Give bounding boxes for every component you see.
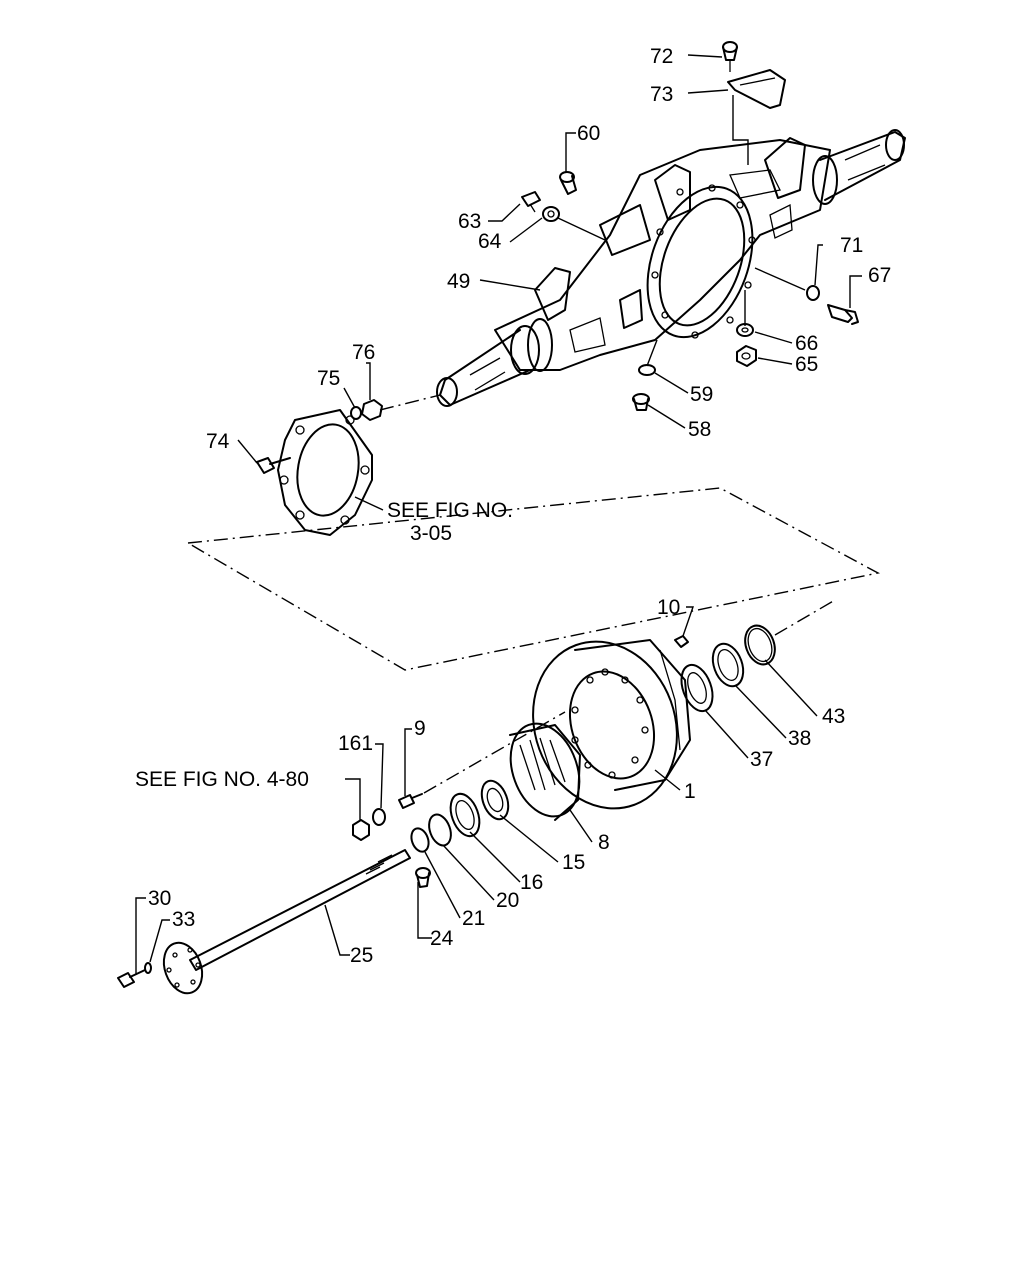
label-20: 20	[496, 889, 519, 912]
part-21-washer	[410, 827, 430, 853]
part-75-washer	[350, 406, 362, 420]
part-33-washer	[144, 962, 152, 974]
label-1: 1	[684, 780, 696, 803]
part-43-ring	[744, 624, 776, 666]
part-1-drum	[532, 639, 691, 810]
part-38-race	[711, 642, 745, 688]
part-73-cap	[727, 69, 786, 109]
part-24-screw	[415, 867, 431, 888]
label-59: 59	[690, 383, 713, 406]
part-8-hub	[509, 722, 581, 821]
label-30: 30	[148, 887, 171, 910]
part-65-nut	[736, 345, 757, 367]
label-8: 8	[598, 831, 610, 854]
label-49: 49	[447, 270, 470, 293]
part-20-nut	[428, 813, 452, 847]
part-63-plug	[521, 191, 541, 213]
part-labels: 72 73 60 63 64 49 71 67 66 65 59 58 76 7…	[135, 45, 891, 967]
see-fig-3-05-line1: SEE FIG NO.	[387, 499, 513, 522]
label-76: 76	[352, 341, 375, 364]
label-10: 10	[657, 596, 680, 619]
label-161: 161	[338, 732, 373, 755]
part-67-bolt	[827, 304, 859, 325]
part-74-bolt	[256, 457, 291, 474]
label-64: 64	[478, 230, 502, 253]
label-16: 16	[520, 871, 543, 894]
label-60: 60	[577, 122, 600, 145]
part-71-washer	[806, 285, 820, 301]
part-64-washer	[542, 206, 560, 222]
connection-outline	[185, 487, 881, 671]
label-15: 15	[562, 851, 585, 874]
leader-lines	[135, 54, 862, 975]
label-24: 24	[430, 927, 454, 950]
part-30-bolt	[117, 969, 146, 988]
see-fig-4-80: SEE FIG NO. 4-80	[135, 768, 309, 791]
label-21: 21	[462, 907, 485, 930]
label-25: 25	[350, 944, 373, 967]
part-4-80-nut	[352, 819, 370, 841]
part-15-bearing	[480, 779, 510, 821]
label-58: 58	[688, 418, 711, 441]
label-71: 71	[840, 234, 863, 257]
part-16-race	[449, 792, 481, 838]
see-fig-3-05-line2: 3-05	[410, 522, 452, 545]
label-67: 67	[868, 264, 891, 287]
label-74: 74	[206, 430, 230, 453]
label-72: 72	[650, 45, 673, 68]
part-72-bolt	[722, 41, 738, 72]
label-37: 37	[750, 748, 773, 771]
label-38: 38	[788, 727, 811, 750]
label-73: 73	[650, 83, 673, 106]
part-25-axle-shaft	[162, 849, 411, 995]
part-59-washer	[638, 364, 656, 376]
label-33: 33	[172, 908, 195, 931]
part-76-nut	[361, 399, 383, 421]
part-37-bearing	[680, 663, 714, 713]
label-9: 9	[414, 717, 426, 740]
label-65: 65	[795, 353, 818, 376]
part-10-fitting	[674, 635, 689, 648]
label-66: 66	[795, 332, 818, 355]
part-60-breather	[559, 171, 577, 195]
label-63: 63	[458, 210, 481, 233]
label-75: 75	[317, 367, 340, 390]
brake-flange	[277, 409, 373, 536]
part-58-plug	[632, 393, 650, 411]
label-43: 43	[822, 705, 845, 728]
axle-housing	[436, 129, 906, 407]
part-9-stud	[398, 793, 423, 809]
part-161-washer	[372, 808, 386, 826]
